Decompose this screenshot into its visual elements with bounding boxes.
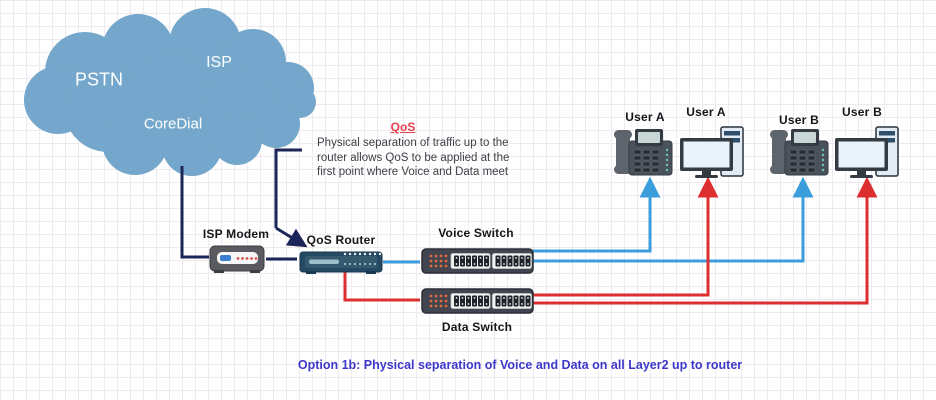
user-b-computer-icon bbox=[834, 126, 899, 179]
data-to-user-a-line bbox=[533, 176, 719, 297]
router-icon bbox=[299, 251, 383, 274]
modem-label: ISP Modem bbox=[202, 227, 270, 241]
user-b-pc-label: User B bbox=[842, 105, 882, 119]
connector-lines bbox=[180, 148, 878, 305]
user-b-phone-label: User B bbox=[779, 113, 819, 127]
qos-annotation-line-1: Physical separation of traffic up to the bbox=[317, 137, 509, 149]
cloud-icon bbox=[24, 8, 316, 176]
qos-annotation-line-3: first point where Voice and Data meet bbox=[317, 166, 509, 178]
annotation-bracket-line bbox=[274, 148, 302, 228]
user-b-phone-icon bbox=[769, 128, 829, 176]
user-a-phone-label: User A bbox=[625, 110, 665, 124]
user-a-computer-icon bbox=[680, 126, 744, 178]
user-a-pc-label: User A bbox=[686, 105, 726, 119]
voice-switch-icon bbox=[421, 248, 534, 274]
cloud-label-coredial: CoreDial bbox=[143, 115, 203, 133]
cloud-to-modem-line bbox=[180, 166, 209, 259]
annotation-arrow bbox=[275, 226, 308, 248]
qos-annotation-text: Physical separation of traffic up to the… bbox=[317, 136, 522, 180]
data-switch-label: Data Switch bbox=[441, 320, 513, 334]
router-to-data-switch-line bbox=[343, 272, 420, 302]
qos-annotation-title: QoS bbox=[390, 120, 416, 134]
qos-annotation-line-2: router allows QoS to be applied at the bbox=[317, 151, 510, 164]
cloud-label-isp: ISP bbox=[206, 54, 232, 71]
voice-to-user-b-line bbox=[533, 176, 814, 263]
modem-icon bbox=[209, 245, 265, 273]
data-to-user-b-line bbox=[533, 176, 878, 305]
data-switch-icon bbox=[421, 288, 534, 314]
diagram-caption: Option 1b: Physical separation of Voice … bbox=[297, 358, 743, 372]
voice-switch-label: Voice Switch bbox=[438, 226, 514, 240]
cloud-label-pstn: PSTN bbox=[74, 69, 124, 90]
voice-to-user-a-line bbox=[533, 176, 661, 253]
user-a-phone-icon bbox=[614, 129, 673, 176]
router-label: QoS Router bbox=[306, 233, 376, 247]
